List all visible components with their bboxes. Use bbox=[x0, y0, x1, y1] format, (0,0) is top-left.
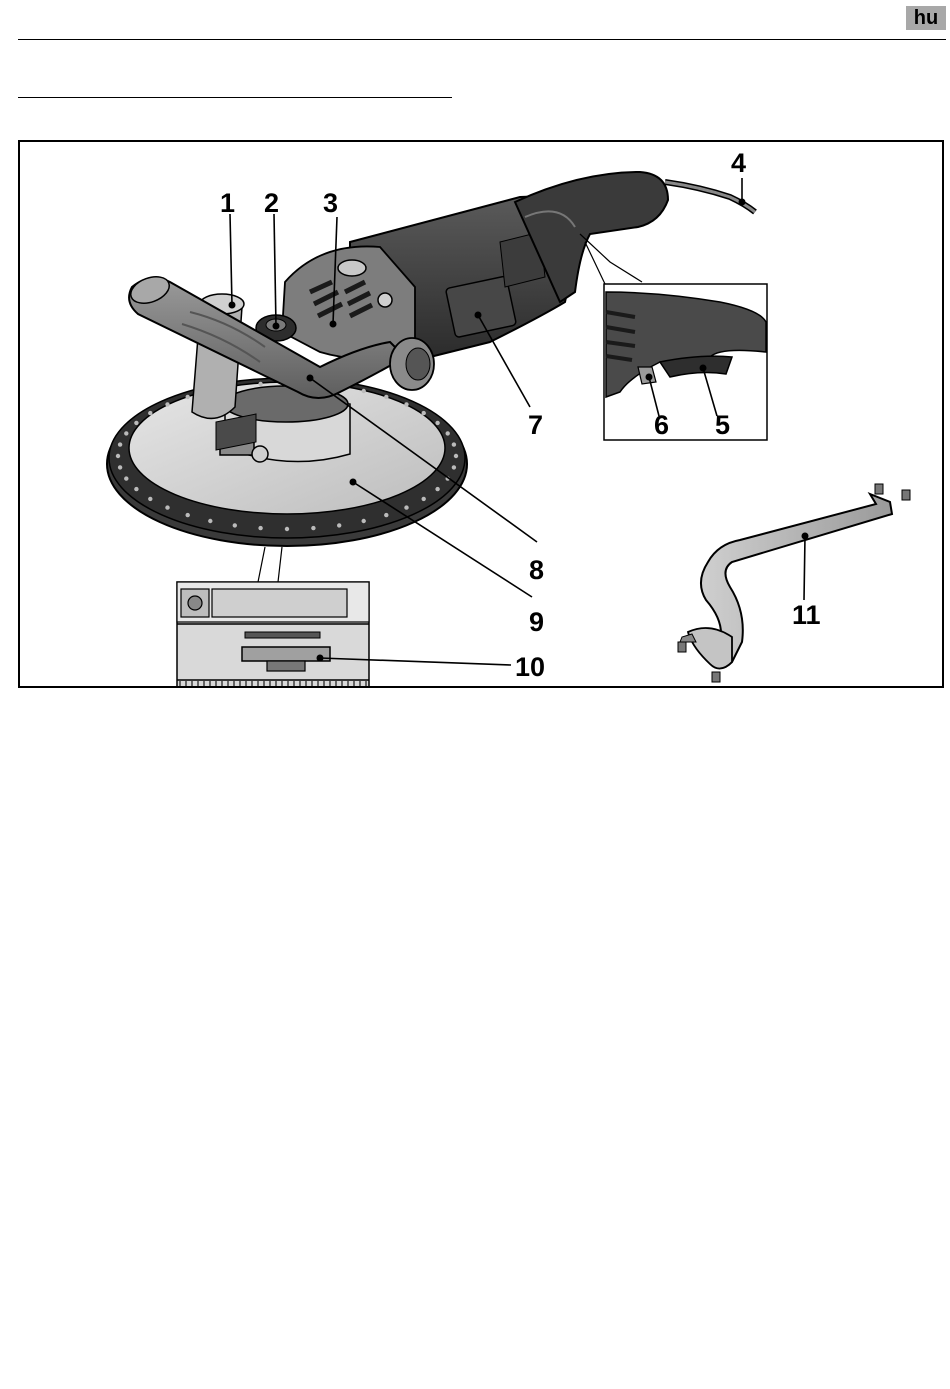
disc-hole bbox=[148, 411, 152, 415]
disc-hole bbox=[118, 465, 122, 469]
disc-hole bbox=[124, 431, 128, 435]
disc-hole bbox=[258, 526, 262, 530]
disc-hole bbox=[452, 442, 456, 446]
disc-hole bbox=[422, 411, 426, 415]
disc-hole bbox=[435, 487, 439, 491]
disc-hole bbox=[148, 497, 152, 501]
disc-hole bbox=[452, 465, 456, 469]
disc-hole bbox=[384, 513, 388, 517]
section-heading-rule bbox=[18, 97, 452, 98]
disc-hole bbox=[362, 519, 366, 523]
disc-hole bbox=[116, 454, 120, 458]
language-badge: hu bbox=[906, 6, 946, 30]
switch-detail-inset bbox=[580, 234, 767, 440]
disc-hole bbox=[362, 389, 366, 393]
callout-10: 10 bbox=[515, 652, 545, 682]
gear-casing bbox=[282, 246, 415, 358]
disc-hole bbox=[404, 505, 408, 509]
disc-hole bbox=[285, 527, 289, 531]
disc-hole bbox=[134, 421, 138, 425]
callout-4: 4 bbox=[731, 148, 746, 178]
disc-hole bbox=[165, 402, 169, 406]
callout-2: 2 bbox=[264, 188, 279, 218]
disc-hole bbox=[134, 487, 138, 491]
spanner-wrench bbox=[678, 484, 910, 682]
disc-hole bbox=[337, 523, 341, 527]
disc-hole bbox=[404, 402, 408, 406]
disc-hole bbox=[454, 454, 458, 458]
disc-hole bbox=[435, 421, 439, 425]
disc-hole bbox=[124, 476, 128, 480]
callout-3: 3 bbox=[323, 188, 338, 218]
disc-hole bbox=[118, 442, 122, 446]
callout-8: 8 bbox=[529, 555, 544, 585]
polisher-illustration: 1 2 3 4 5 6 7 8 9 10 11 bbox=[20, 142, 944, 688]
callout-1: 1 bbox=[220, 188, 235, 218]
disc-hole bbox=[446, 431, 450, 435]
disc-hole bbox=[186, 513, 190, 517]
disc-hole bbox=[311, 526, 315, 530]
disc-hole bbox=[422, 497, 426, 501]
callout-6: 6 bbox=[654, 410, 669, 440]
tool-overview-figure: 1 2 3 4 5 6 7 8 9 10 11 bbox=[18, 140, 944, 688]
disc-hole bbox=[258, 382, 262, 386]
flange-detail-inset bbox=[177, 547, 369, 688]
callout-11: 11 bbox=[792, 600, 821, 630]
disc-hole bbox=[165, 505, 169, 509]
callout-9: 9 bbox=[529, 607, 544, 637]
header-rule bbox=[18, 39, 946, 40]
callout-5: 5 bbox=[715, 410, 730, 440]
disc-hole bbox=[384, 395, 388, 399]
disc-hole bbox=[233, 523, 237, 527]
disc-hole bbox=[186, 395, 190, 399]
rear-handle bbox=[515, 172, 755, 302]
callout-7: 7 bbox=[528, 410, 543, 440]
disc-hole bbox=[208, 519, 212, 523]
